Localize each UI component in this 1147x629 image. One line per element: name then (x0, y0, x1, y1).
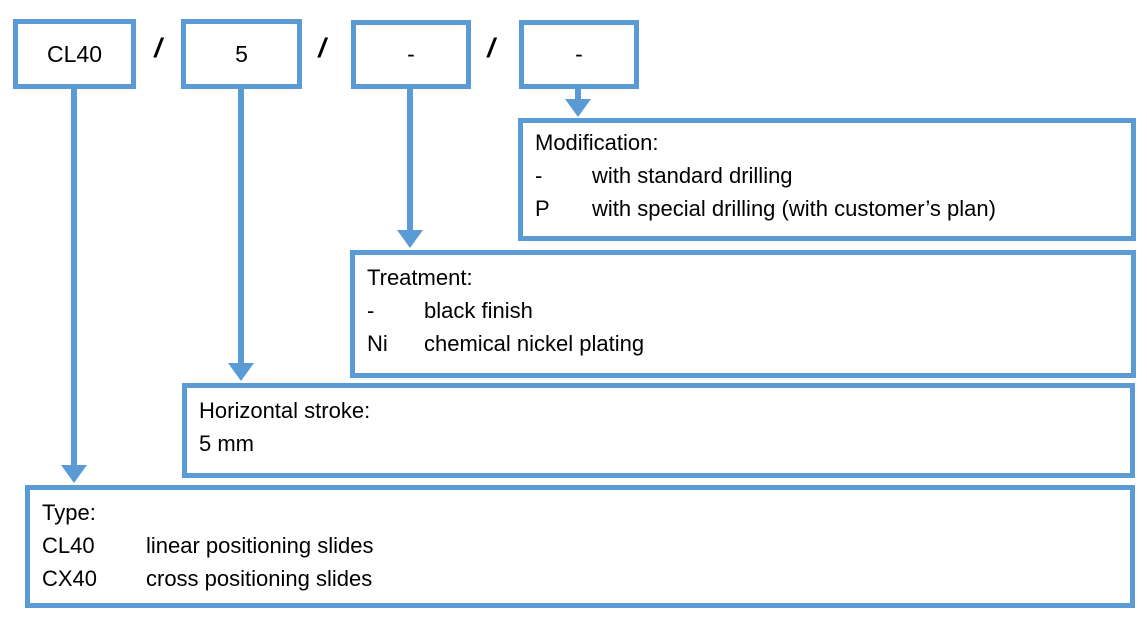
connector-stroke-stem (238, 88, 244, 364)
separator-slash: / (154, 33, 162, 63)
code-box-treatment: - (351, 20, 471, 89)
separator-slash: / (318, 33, 326, 63)
legend-row: - black finish (367, 294, 1119, 327)
legend-box-horizontal-stroke: Horizontal stroke: 5 mm (182, 383, 1135, 478)
arrowhead-down-icon (228, 363, 254, 381)
legend-description: with special drilling (with customer’s p… (592, 196, 996, 221)
legend-value: 5 mm (199, 431, 254, 456)
code-box-type: CL40 (13, 19, 136, 89)
legend-title: Type: (42, 500, 96, 525)
legend-title: Horizontal stroke: (199, 398, 371, 423)
legend-description: chemical nickel plating (424, 331, 645, 356)
arrowhead-down-icon (61, 465, 87, 483)
connector-treatment-stem (407, 89, 413, 231)
legend-description: with standard drilling (592, 163, 793, 188)
legend-row: Ni chemical nickel plating (367, 327, 1119, 360)
legend-code: CX40 (42, 566, 98, 591)
connector-modification-stem (575, 89, 581, 101)
code-box-treatment-label: - (407, 41, 415, 67)
legend-code: P (535, 196, 550, 221)
legend-box-type: Type: CL40 linear positioning slides CX40… (25, 485, 1135, 608)
code-box-modification: - (519, 20, 639, 89)
arrowhead-down-icon (565, 99, 591, 117)
code-box-stroke: 5 (181, 19, 302, 89)
legend-code: Ni (367, 331, 388, 356)
legend-description: black finish (424, 298, 533, 323)
code-box-stroke-label: 5 (235, 40, 248, 67)
legend-box-treatment: Treatment: - black finish Ni chemical nick… (350, 250, 1136, 378)
legend-description: linear positioning slides (146, 533, 374, 558)
legend-row: - with standard drilling (535, 159, 1119, 192)
legend-description: cross positioning slides (146, 566, 373, 591)
arrowhead-down-icon (397, 230, 423, 248)
legend-title: Treatment: (367, 265, 473, 290)
legend-title: Modification: (535, 130, 659, 155)
legend-row: CL40 linear positioning slides (42, 529, 1118, 562)
separator-slash: / (487, 33, 495, 63)
code-box-type-label: CL40 (47, 40, 102, 67)
legend-code: - (367, 298, 375, 323)
legend-code: CL40 (42, 533, 95, 558)
legend-row: CX40 cross positioning slides (42, 562, 1118, 595)
code-box-modification-label: - (575, 41, 583, 67)
legend-code: - (535, 163, 543, 188)
connector-type-stem (71, 88, 77, 466)
